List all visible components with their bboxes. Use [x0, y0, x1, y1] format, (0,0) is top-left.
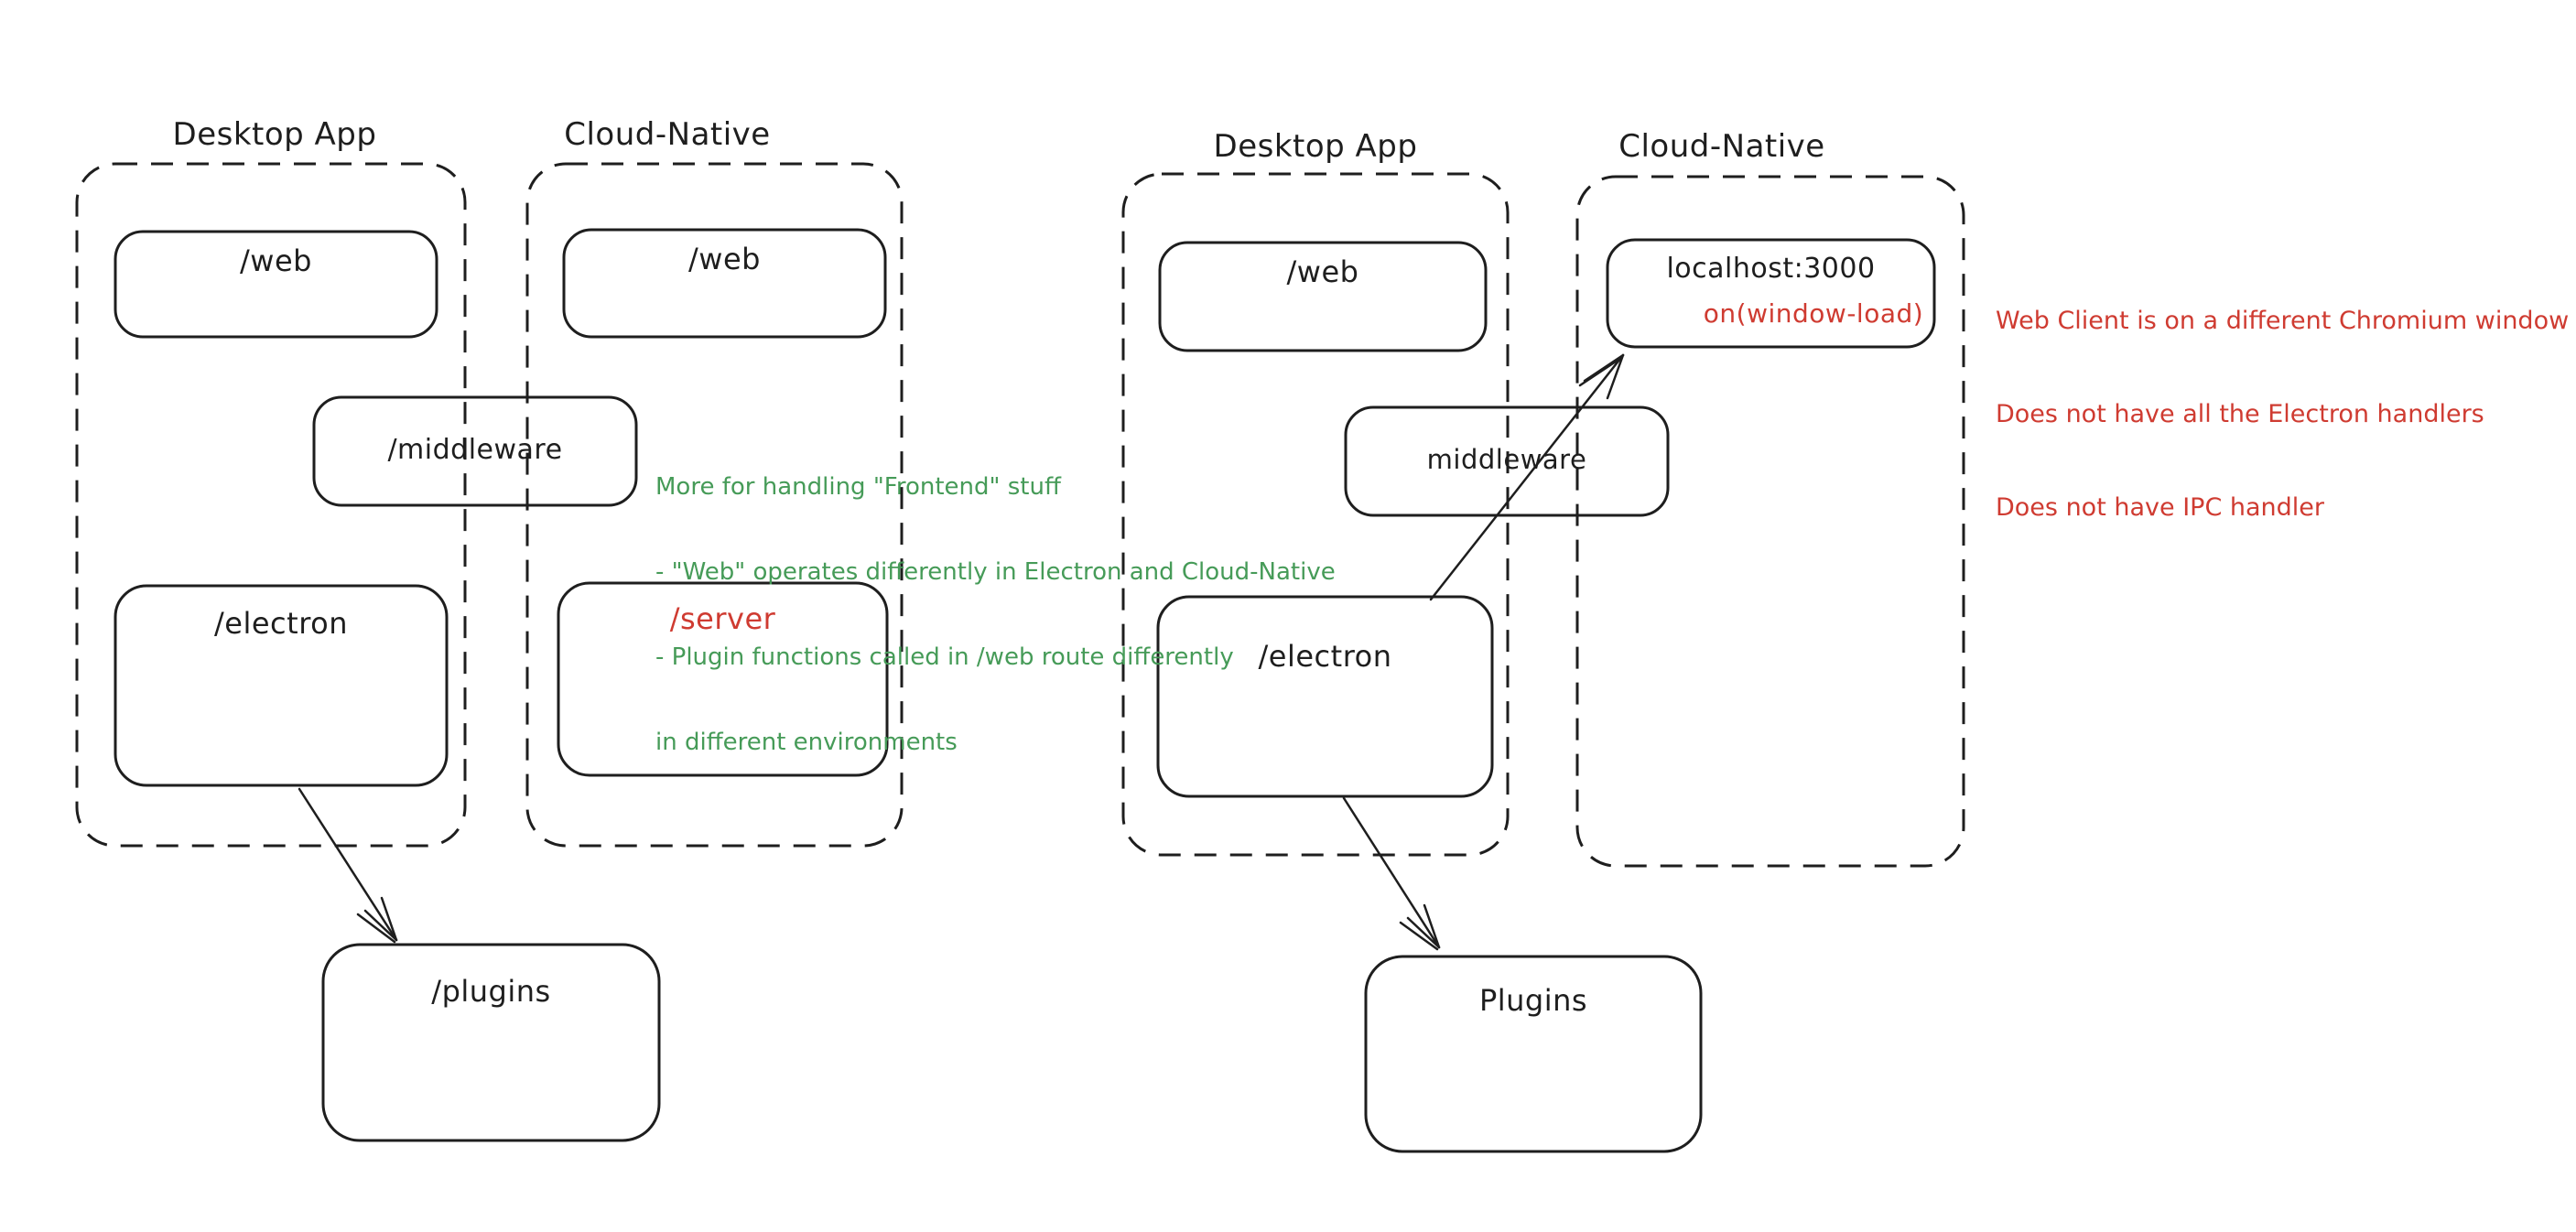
note-green-line-4: in different environments	[655, 729, 958, 756]
group-title-right-desktop-app: Desktop App	[1213, 128, 1418, 165]
box-web-left-desktop	[114, 230, 438, 339]
box-web-left-cloud	[562, 228, 887, 339]
label-electron-right: /electron	[1258, 639, 1392, 674]
box-server-left-cloud	[557, 581, 889, 777]
note-green-frontend: More for handling "Frontend" stuff - "We…	[655, 416, 1336, 814]
label-middleware-right: middleware	[1426, 444, 1587, 475]
label-middleware-left: /middleware	[387, 434, 563, 466]
label-server-left-cloud: /server	[669, 601, 776, 636]
label-web-right-desktop: /web	[1286, 254, 1359, 289]
note-green-line-3: - Plugin functions called in /web route …	[655, 643, 1234, 671]
label-localhost-title: localhost:3000	[1666, 253, 1876, 285]
note-green-line-1: More for handling "Frontend" stuff	[655, 473, 1061, 501]
note-red-line-1: Web Client is on a different Chromium wi…	[1996, 307, 2570, 335]
note-red-line-3: Does not have IPC handler	[1996, 493, 2325, 522]
label-localhost-sub: on(window-load)	[1703, 298, 1924, 329]
box-localhost	[1606, 238, 1936, 349]
box-electron-right	[1156, 595, 1494, 798]
group-title-left-desktop-app: Desktop App	[172, 116, 377, 153]
label-web-left-cloud: /web	[688, 242, 761, 276]
group-right-desktop-app	[1121, 172, 1510, 857]
group-left-cloud-native	[525, 162, 904, 848]
group-title-left-cloud-native: Cloud-Native	[564, 116, 771, 153]
box-middleware-left	[312, 395, 638, 507]
note-red-web-client: Web Client is on a different Chromium wi…	[1996, 243, 2569, 586]
note-red-line-2: Does not have all the Electron handlers	[1996, 400, 2484, 428]
arrow-electron-left-to-plugins-left	[298, 787, 398, 944]
label-plugins-right: Plugins	[1478, 983, 1588, 1018]
group-title-right-cloud-native: Cloud-Native	[1618, 128, 1825, 165]
box-plugins-left	[321, 943, 661, 1142]
label-plugins-left: /plugins	[431, 974, 551, 1009]
arrow-electron-right-to-localhost	[1429, 353, 1625, 601]
box-electron-left	[114, 584, 449, 787]
group-right-cloud-native	[1575, 175, 1965, 868]
box-plugins-right	[1364, 955, 1703, 1153]
arrow-electron-right-to-plugins-right	[1342, 796, 1441, 951]
group-left-desktop-app	[75, 162, 467, 848]
label-web-left-desktop: /web	[240, 243, 312, 278]
note-green-line-2: - "Web" operates differently in Electron…	[655, 558, 1336, 586]
label-electron-left: /electron	[214, 606, 348, 641]
box-web-right-desktop	[1158, 241, 1488, 352]
